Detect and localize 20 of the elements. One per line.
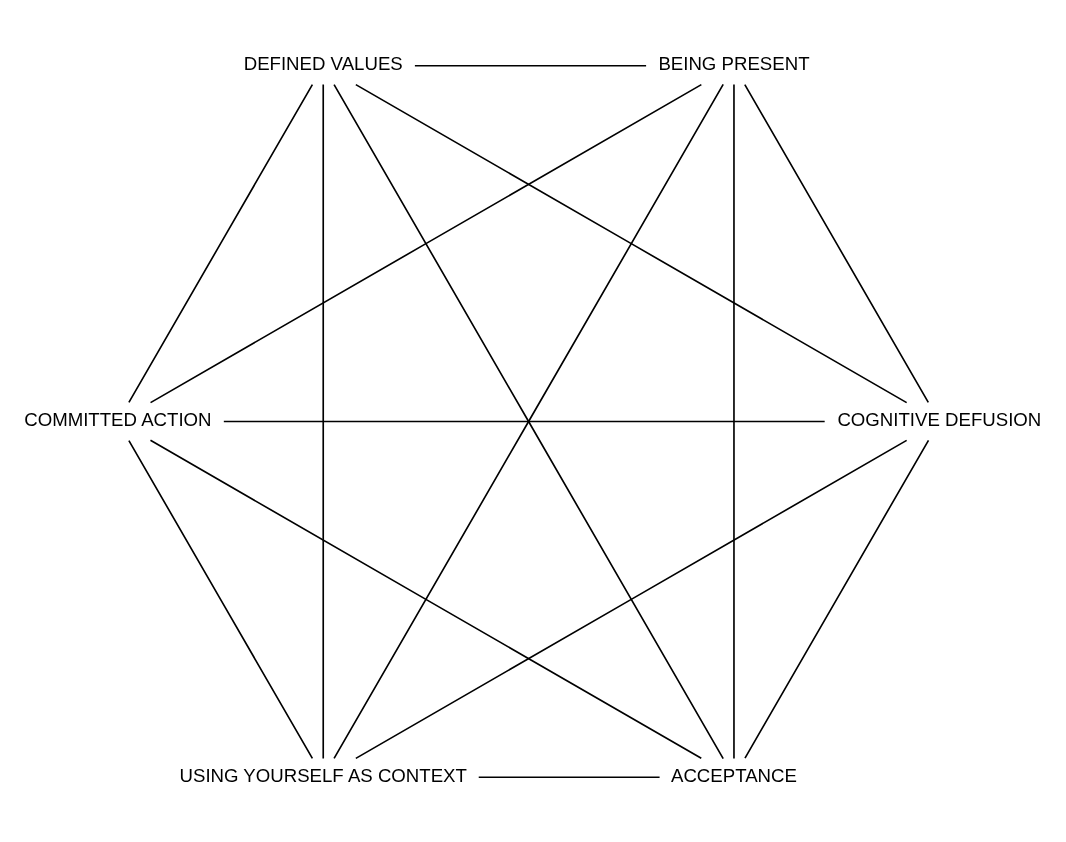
connector [128, 83, 314, 403]
connector [128, 439, 314, 759]
connector [743, 83, 930, 403]
connector [149, 439, 703, 759]
connector [355, 83, 908, 403]
connector [414, 64, 647, 67]
connector [223, 420, 826, 422]
connector [355, 439, 908, 759]
connector [477, 775, 661, 778]
node-text: ACCEPTANCE [671, 764, 797, 786]
connector [744, 438, 930, 759]
connector [733, 83, 735, 759]
node-text: DEFINED VALUES [243, 52, 403, 74]
connector [333, 83, 725, 759]
node-text: COGNITIVE DEFUSION [837, 408, 1042, 430]
connector [149, 83, 703, 403]
node-text: USING YOURSELF AS CONTEXT [179, 764, 467, 786]
node-text: BEING PRESENT [658, 52, 810, 74]
connector [322, 83, 325, 759]
node-text: COMMITTED ACTION [24, 408, 212, 430]
